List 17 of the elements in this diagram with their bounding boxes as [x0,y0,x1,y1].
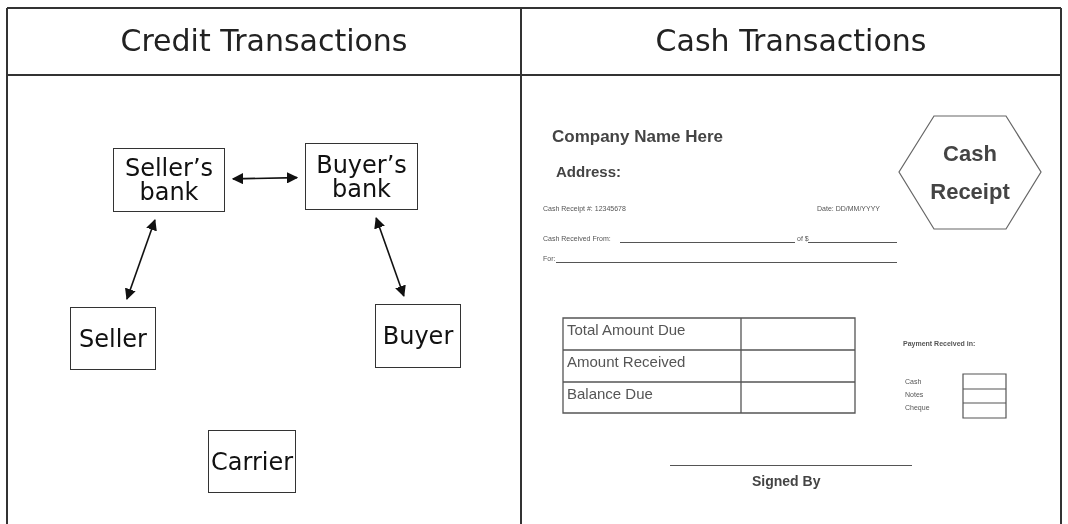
address-label: Address: [556,162,622,181]
entity-box: Carrier [208,430,296,493]
entity-box: Buyer [375,304,461,368]
table-text: Amount Received [567,352,686,371]
column-header: Cash Transactions [655,24,927,58]
double-arrow [374,216,406,298]
hexagon-badge: Cash Receipt [898,115,1042,230]
table-text: Balance Due [567,384,653,403]
entity-box: Seller’s bank [113,148,225,212]
double-arrow [125,218,157,301]
entity-box: Buyer’s bank [305,143,418,210]
company-name: Company Name Here [552,126,723,147]
entity-box: Seller [70,307,156,370]
table-text: Total Amount Due [567,320,686,339]
double-arrow [231,172,299,185]
column-header: Credit Transactions [120,24,408,58]
signature-label: Signed By [752,472,821,490]
